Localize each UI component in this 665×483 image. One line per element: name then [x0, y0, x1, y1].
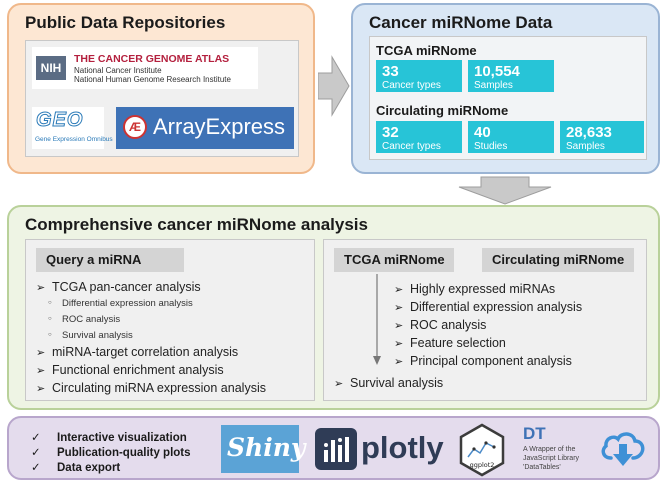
circ-cancer-types-label: Cancer types	[382, 141, 441, 152]
arrayexpress-icon: Æ	[123, 115, 147, 139]
features-panel: ✓Interactive visualization ✓Publication-…	[7, 416, 660, 480]
dt-logo-line-2: JavaScript Library	[523, 455, 580, 462]
geo-mark: GEO	[35, 109, 84, 132]
dt-logo-line-3: 'DataTables'	[523, 464, 561, 471]
dt-logo: DT A Wrapper of the JavaScript Library '…	[521, 424, 597, 476]
feature-item: ✓Data export	[31, 462, 121, 474]
dt-logo-line-1: A Wrapper of the	[523, 446, 576, 453]
list-item: ➢Functional enrichment analysis	[36, 363, 224, 377]
tcga-cancer-types-tile: 33 Cancer types	[376, 60, 462, 92]
circ-samples-label: Samples	[566, 141, 605, 152]
ggplot2-logo: ggplot2	[459, 423, 505, 477]
tcga-samples-count: 10,554	[474, 63, 520, 80]
query-mirna-box: Query a miRNA ➢TCGA pan-cancer analysis …	[25, 239, 315, 401]
list-item: ➢Circulating miRNA expression analysis	[36, 381, 266, 395]
circ-samples-tile: 28,633 Samples	[560, 121, 644, 153]
mirnome-analysis-box: TCGA miRNome Circulating miRNome ➢Highly…	[323, 239, 647, 401]
plotly-mark-icon	[315, 428, 357, 470]
arrow-down-icon	[458, 176, 552, 205]
dt-logo-text: DT	[523, 424, 546, 443]
list-item: ➢Highly expressed miRNAs	[394, 282, 556, 296]
list-item: ➢ROC analysis	[394, 318, 487, 332]
list-item: ➢TCGA pan-cancer analysis	[36, 280, 201, 294]
circ-studies-label: Studies	[474, 141, 508, 152]
shiny-logo: Shiny	[221, 425, 305, 473]
cancer-mirnome-panel: Cancer miRNome Data TCGA miRNome 33 Canc…	[351, 3, 660, 174]
analysis-panel: Comprehensive cancer miRNome analysis Qu…	[7, 205, 660, 410]
tcga-mirnome-heading: TCGA miRNome	[376, 43, 477, 58]
cancer-mirnome-title: Cancer miRNome Data	[369, 13, 553, 32]
feature-item: ✓Interactive visualization	[31, 432, 187, 444]
shiny-logo-text: Shiny	[227, 433, 306, 462]
list-item: ○Differential expression analysis	[48, 298, 193, 309]
circ-samples-count: 28,633	[566, 124, 612, 141]
circ-cancer-types-tile: 32 Cancer types	[376, 121, 462, 153]
list-item: ➢Principal component analysis	[394, 354, 572, 368]
cloud-download-icon	[601, 432, 645, 466]
tcga-samples-tile: 10,554 Samples	[468, 60, 554, 92]
down-arrow-line-icon	[373, 274, 381, 365]
survival-analysis-item: ➢Survival analysis	[334, 376, 444, 390]
analysis-title: Comprehensive cancer miRNome analysis	[25, 215, 368, 234]
mirnome-data-box: TCGA miRNome 33 Cancer types 10,554 Samp…	[369, 36, 647, 160]
plotly-logo-text: plotly	[361, 430, 444, 465]
tcga-mirnome-header: TCGA miRNome	[334, 248, 454, 272]
public-repositories-panel: Public Data Repositories NIH THE CANCER …	[7, 3, 315, 174]
circ-studies-count: 40	[474, 124, 491, 141]
tcga-logo: NIH THE CANCER GENOME ATLAS National Can…	[32, 47, 258, 89]
circulating-mirnome-header: Circulating miRNome	[482, 248, 634, 272]
arrayexpress-logo: Æ ArrayExpress	[116, 107, 294, 149]
arrow-right-icon	[318, 55, 350, 117]
list-item: ○Survival analysis	[48, 330, 133, 341]
public-repositories-title: Public Data Repositories	[25, 13, 226, 32]
tcga-line-2: National Human Genome Research Institute	[74, 75, 231, 84]
nih-logo-mark: NIH	[36, 56, 66, 80]
tcga-samples-label: Samples	[474, 80, 513, 91]
tcga-cancer-types-label: Cancer types	[382, 80, 441, 91]
plotly-logo: plotly	[315, 428, 453, 472]
circ-cancer-types-count: 32	[382, 124, 399, 141]
list-item: ○ROC analysis	[48, 314, 121, 325]
query-mirna-header: Query a miRNA	[36, 248, 184, 272]
tcga-line-1: National Cancer Institute	[74, 66, 162, 75]
svg-text:ggplot2: ggplot2	[470, 461, 495, 469]
arrayexpress-text: ArrayExpress	[153, 114, 286, 139]
circ-studies-tile: 40 Studies	[468, 121, 554, 153]
list-item: ➢Feature selection	[394, 336, 506, 350]
tcga-name: THE CANCER GENOME ATLAS	[74, 53, 230, 65]
circulating-mirnome-heading: Circulating miRNome	[376, 103, 509, 118]
repositories-box: NIH THE CANCER GENOME ATLAS National Can…	[25, 40, 299, 157]
feature-item: ✓Publication-quality plots	[31, 447, 191, 459]
geo-logo: GEO Gene Expression Omnibus	[32, 107, 113, 149]
tcga-cancer-types-count: 33	[382, 63, 399, 80]
geo-subtitle: Gene Expression Omnibus	[35, 136, 113, 143]
list-item: ➢Differential expression analysis	[394, 300, 583, 314]
list-item: ➢miRNA-target correlation analysis	[36, 345, 239, 359]
